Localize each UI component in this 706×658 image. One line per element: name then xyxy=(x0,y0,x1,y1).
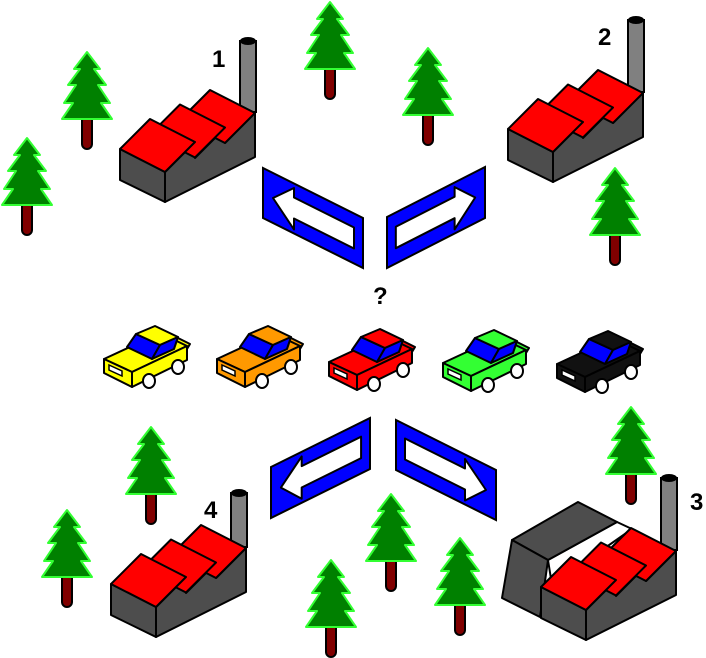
arrow-right-icon xyxy=(404,437,487,502)
tree xyxy=(1,137,53,236)
tree-foliage xyxy=(365,493,417,562)
tree-foliage xyxy=(304,1,356,70)
car-side-window xyxy=(151,336,179,360)
tree xyxy=(605,406,657,505)
tree-foliage xyxy=(605,406,657,475)
chimney xyxy=(627,19,645,93)
tree-foliage xyxy=(402,47,454,116)
tree xyxy=(304,1,356,100)
car-wheel xyxy=(595,378,609,394)
car-wheel xyxy=(171,359,185,375)
tree-foliage xyxy=(125,426,177,495)
factory-1 xyxy=(119,37,257,203)
roof-panel xyxy=(119,118,196,173)
tree-foliage xyxy=(1,137,53,206)
chimney-top xyxy=(240,37,256,45)
car-3 xyxy=(328,328,416,392)
car-1 xyxy=(103,325,191,389)
car-wheel xyxy=(142,373,156,389)
tree-foliage xyxy=(589,167,641,236)
direction-sign-2 xyxy=(386,165,486,270)
chimney-top xyxy=(661,474,677,482)
car-2 xyxy=(216,325,304,389)
car-headlight xyxy=(221,363,236,378)
car-headlight xyxy=(561,368,576,383)
tree xyxy=(589,167,641,266)
car-wheel xyxy=(481,377,495,393)
factory-4-label: 4 xyxy=(204,497,218,524)
chimney xyxy=(239,40,257,113)
car-wheel xyxy=(284,359,298,375)
factory-2 xyxy=(507,16,645,183)
tree-foliage xyxy=(41,509,93,578)
car-headlight xyxy=(108,363,123,378)
tree-foliage xyxy=(61,51,113,120)
tree xyxy=(125,426,177,525)
car-side-window xyxy=(604,341,632,365)
tree-foliage xyxy=(434,537,486,606)
car-5 xyxy=(556,330,644,394)
arrow-right-icon xyxy=(394,186,477,250)
chimney-top xyxy=(231,489,247,497)
car-4 xyxy=(442,329,530,393)
tree xyxy=(305,559,357,658)
factory-3-label: 3 xyxy=(690,489,704,516)
roof-panel xyxy=(507,98,584,153)
question-mark: ? xyxy=(373,283,388,310)
car-side-window xyxy=(490,340,518,364)
direction-sign-4 xyxy=(395,418,497,522)
chimney xyxy=(660,477,678,551)
arrow-left-icon xyxy=(279,435,363,500)
roof-panel xyxy=(110,553,187,608)
factory-2-label: 2 xyxy=(598,24,612,51)
tree xyxy=(41,509,93,608)
factory-4 xyxy=(110,489,248,638)
chimney xyxy=(230,492,248,548)
arrow-left-icon xyxy=(272,187,355,250)
factory-3 xyxy=(540,474,678,641)
tree-foliage xyxy=(305,559,357,628)
tree xyxy=(365,493,417,592)
tree xyxy=(61,51,113,150)
car-wheel xyxy=(510,363,524,379)
tree xyxy=(402,47,454,146)
roof-panel xyxy=(540,556,617,611)
car-side-window xyxy=(264,336,292,360)
chimney-top xyxy=(628,16,644,24)
car-headlight xyxy=(333,366,348,381)
car-headlight xyxy=(447,367,462,382)
car-wheel xyxy=(624,364,638,380)
direction-sign-1 xyxy=(262,166,364,270)
tree xyxy=(434,537,486,636)
direction-sign-3 xyxy=(270,416,371,520)
factory-1-label: 1 xyxy=(212,46,226,73)
car-side-window xyxy=(376,339,404,363)
car-wheel xyxy=(367,376,381,392)
car-wheel xyxy=(255,373,269,389)
car-wheel xyxy=(396,362,410,378)
